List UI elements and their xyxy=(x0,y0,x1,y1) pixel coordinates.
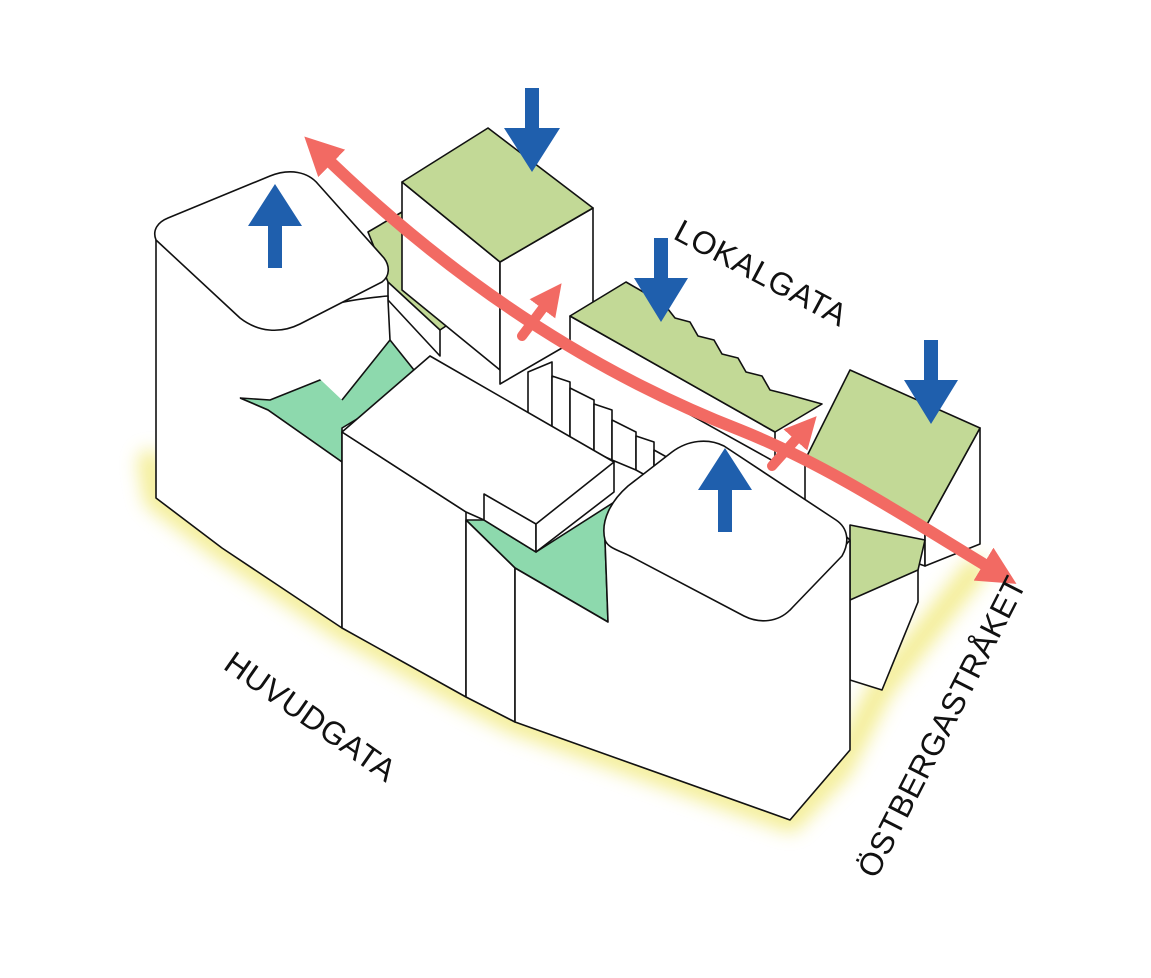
flow-arrow-branch-2 xyxy=(767,416,817,471)
label-lokalgata: LOKALGATA xyxy=(669,212,854,333)
arrow-down-icon xyxy=(634,238,688,322)
arrow-up-icon xyxy=(698,448,752,532)
flow-arrow-branch-1 xyxy=(517,283,562,341)
flow-arrow-main xyxy=(304,136,1017,584)
arrow-down-icon xyxy=(904,340,958,424)
label-huvudgata: HUVUDGATA xyxy=(218,644,403,789)
arrow-up-icon xyxy=(248,184,302,268)
arrow-down-icon xyxy=(504,88,560,172)
